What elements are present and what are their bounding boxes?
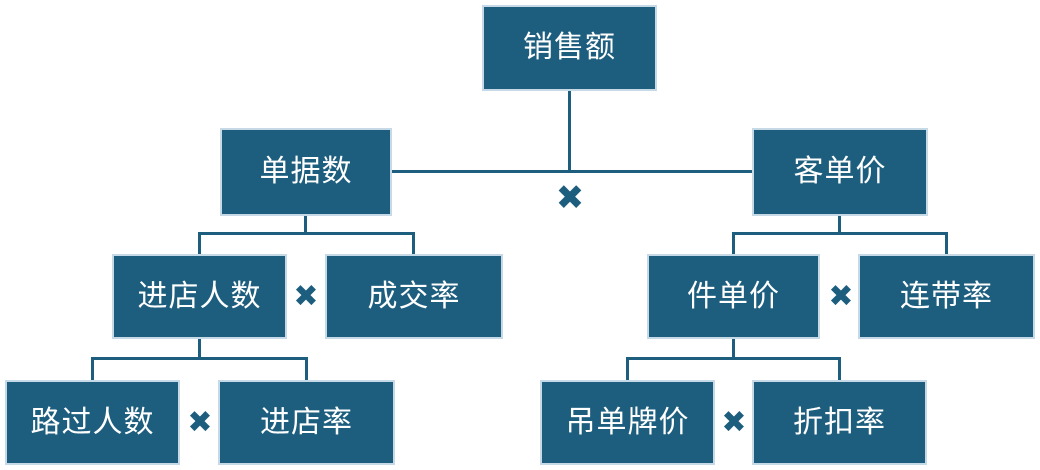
node-item-unit-price: 件单价 <box>647 254 820 339</box>
connector-drop-attach <box>945 232 948 254</box>
multiply-icon: ✖ <box>555 178 585 218</box>
node-attach-rate: 连带率 <box>858 254 1035 339</box>
connector-orders-down <box>304 216 307 234</box>
connector-visitors-down <box>198 339 201 358</box>
connector-drop-discount <box>838 357 841 380</box>
multiply-icon: ✖ <box>293 279 319 314</box>
multiply-icon: ✖ <box>828 279 854 314</box>
connector-drop-visitors <box>198 232 201 254</box>
connector-unitprice-down <box>732 339 735 358</box>
node-store-visitors: 进店人数 <box>112 254 287 339</box>
connector-orders-avgvalue <box>392 170 752 173</box>
multiply-icon: ✖ <box>721 405 747 440</box>
node-order-count: 单据数 <box>220 128 392 216</box>
connector-unitprice-children-span <box>626 357 841 360</box>
node-sales: 销售额 <box>482 5 657 91</box>
node-passersby-count: 路过人数 <box>5 380 180 465</box>
connector-avgvalue-down <box>838 216 841 234</box>
node-discount-rate: 折扣率 <box>752 380 927 465</box>
connector-drop-entryrate <box>305 357 308 380</box>
connector-drop-conversion <box>412 232 415 254</box>
connector-drop-passersby <box>91 357 94 380</box>
node-entry-rate: 进店率 <box>218 380 395 465</box>
connector-orders-children-span <box>198 232 415 235</box>
connector-visitors-children-span <box>91 357 308 360</box>
node-tag-list-price: 吊单牌价 <box>540 380 715 465</box>
node-conversion-rate: 成交率 <box>325 254 503 339</box>
node-avg-transaction-value: 客单价 <box>752 128 928 216</box>
multiply-icon: ✖ <box>187 405 213 440</box>
connector-drop-unitprice <box>732 232 735 254</box>
connector-drop-tagprice <box>626 357 629 380</box>
connector-avgvalue-children-span <box>732 232 948 235</box>
connector-sales-down <box>568 91 571 171</box>
